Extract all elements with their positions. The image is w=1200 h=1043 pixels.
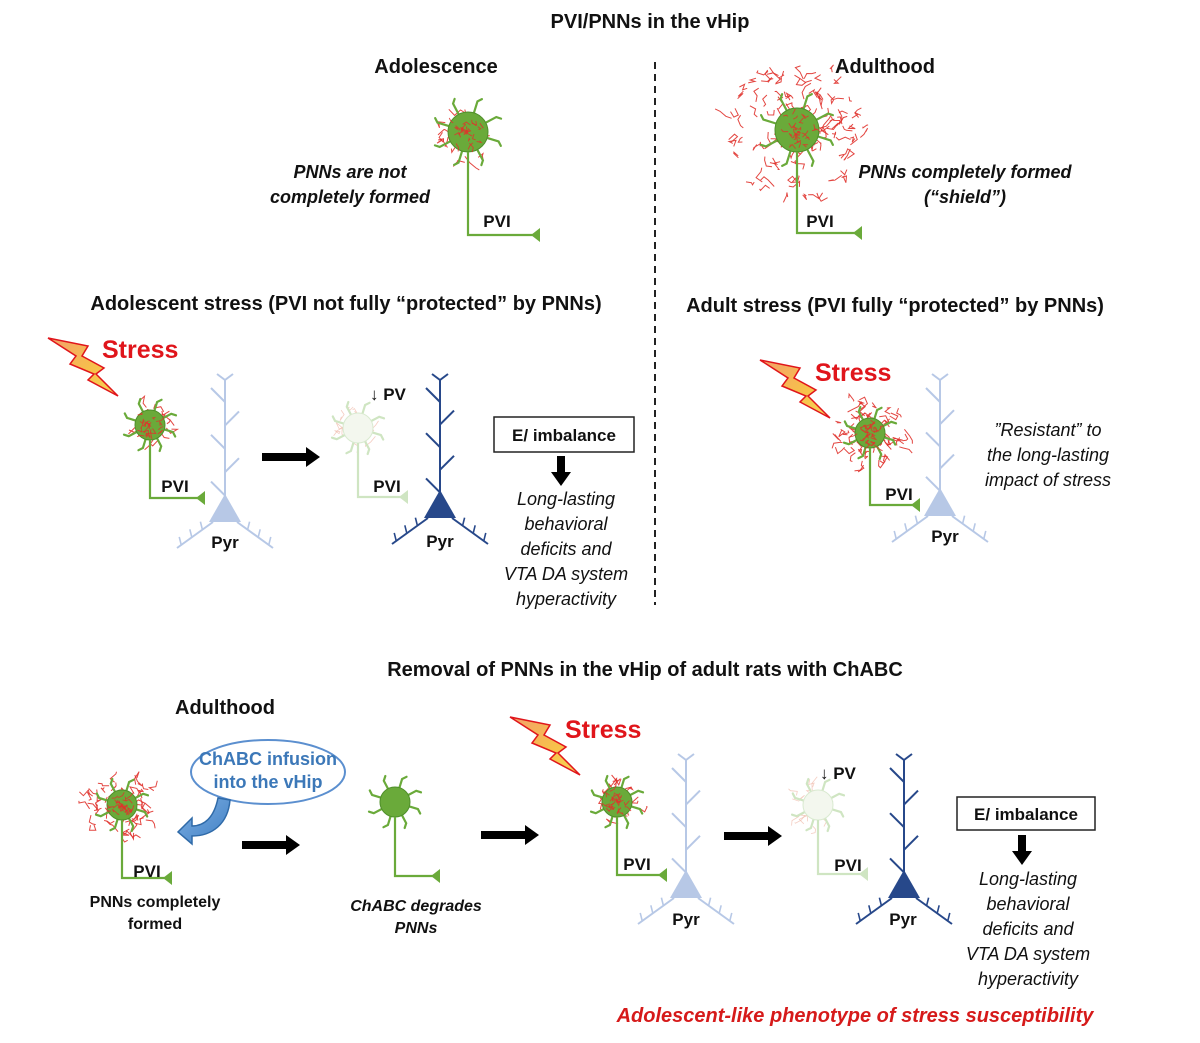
removal-outcome-line4: VTA DA system (966, 944, 1090, 964)
adolescent-pv-down-label: ↓ PV (370, 385, 407, 404)
adolescent-outcome-line2: behavioral (524, 514, 608, 534)
ei-imbalance-box (493, 416, 635, 453)
infusion-line1: ChABC infusion (199, 749, 337, 769)
adult-pvi-neuron-pnn (78, 771, 172, 885)
weakened-pvi-neuron-removal (788, 776, 868, 881)
removal-pv-down-label: ↓ PV (820, 764, 857, 783)
adolescent-pvi-before-label: PVI (161, 477, 188, 496)
phenotype-caption: Adolescent-like phenotype of stress susc… (616, 1005, 1095, 1027)
pyramidal-neuron-dark (391, 373, 489, 545)
adolescent-stress-heading: Adolescent stress (PVI not fully “protec… (90, 293, 601, 315)
removal-pvi2-label: PVI (623, 855, 650, 874)
pyramidal-neuron-light (891, 373, 989, 543)
removal-outcome-line3: deficits and (982, 919, 1074, 939)
adolescence-note-line1: PNNs are not (293, 162, 407, 182)
degrade-line2: PNNs (395, 920, 438, 937)
removal-pyr2-label: Pyr (672, 910, 700, 929)
down-arrow-icon (1012, 835, 1032, 865)
infusion-line2: into the vHip (214, 772, 323, 792)
curved-arrow-icon (176, 797, 231, 846)
adolescence-pvi-neuron (433, 97, 540, 242)
right-arrow-icon (242, 835, 300, 855)
adulthood-pvi-neuron (714, 64, 869, 240)
adolescent-stress-label: Stress (102, 336, 178, 364)
removal-adulthood-heading: Adulthood (175, 697, 275, 719)
adult-stress-heading: Adult stress (PVI fully “protected” by P… (686, 295, 1104, 317)
adult-pvi-label: PVI (885, 485, 912, 504)
adulthood-note-line1: PNNs completely formed (858, 162, 1072, 182)
ei-imbalance-label: E/ imbalance (512, 426, 616, 445)
adolescent-outcome-line4: VTA DA system (504, 564, 628, 584)
pyramidal-neuron-dark (855, 753, 953, 925)
removal-pvi1-label: PVI (133, 862, 160, 881)
adolescence-pvi-label: PVI (483, 212, 510, 231)
pyramidal-neuron-light (637, 753, 735, 925)
stressed-pvi-neuron-removal (589, 774, 667, 882)
adult-pyr-label: Pyr (931, 527, 959, 546)
removal-note1-line1: PNNs completely (90, 894, 221, 911)
adolescence-note-line2: completely formed (270, 187, 431, 207)
down-arrow-icon (551, 456, 571, 486)
ei-imbalance-box-removal (956, 796, 1096, 831)
adult-stress-label: Stress (815, 359, 891, 387)
right-arrow-icon (262, 447, 320, 467)
removal-pyr3-label: Pyr (889, 910, 917, 929)
removal-heading: Removal of PNNs in the vHip of adult rat… (387, 659, 903, 681)
adult-outcome-line2: the long-lasting (987, 445, 1109, 465)
removal-outcome-line5: hyperactivity (978, 969, 1079, 989)
lightning-bolt-icon (509, 716, 581, 776)
removal-stress-label: Stress (565, 716, 641, 744)
adolescent-outcome-line1: Long-lasting (517, 489, 615, 509)
figure-title: PVI/PNNs in the vHip (551, 11, 750, 33)
removal-note1-line2: formed (128, 916, 182, 933)
degraded-pvi-neuron (367, 774, 440, 883)
adult-outcome-line1: ”Resistant” to (994, 420, 1101, 440)
adulthood-pvi-label: PVI (806, 212, 833, 231)
right-arrow-icon (724, 826, 782, 846)
pyramidal-neuron-light (176, 373, 274, 549)
adulthood-heading: Adulthood (835, 56, 935, 78)
stressed-pvi-neuron (122, 394, 205, 505)
adulthood-note-line2: (“shield”) (924, 187, 1006, 207)
adolescence-heading: Adolescence (374, 56, 497, 78)
ei-imbalance-removal-label: E/ imbalance (974, 805, 1078, 824)
adolescent-pyr-before-label: Pyr (211, 533, 239, 552)
removal-outcome-line1: Long-lasting (979, 869, 1077, 889)
adolescent-outcome-line5: hyperactivity (516, 589, 617, 609)
protected-pvi-neuron (831, 392, 920, 512)
weakened-pvi-neuron (330, 400, 408, 504)
lightning-bolt-icon (759, 359, 831, 419)
adult-outcome-line3: impact of stress (985, 470, 1111, 490)
adolescent-outcome-line3: deficits and (520, 539, 612, 559)
removal-outcome-line2: behavioral (986, 894, 1070, 914)
degrade-line1: ChABC degrades (350, 898, 482, 915)
removal-pvi3-label: PVI (834, 856, 861, 875)
chabc-infusion-bubble (190, 739, 346, 805)
adolescent-pvi-after-label: PVI (373, 477, 400, 496)
right-arrow-icon (481, 825, 539, 845)
adolescent-pyr-after-label: Pyr (426, 532, 454, 551)
lightning-bolt-icon (47, 337, 119, 397)
